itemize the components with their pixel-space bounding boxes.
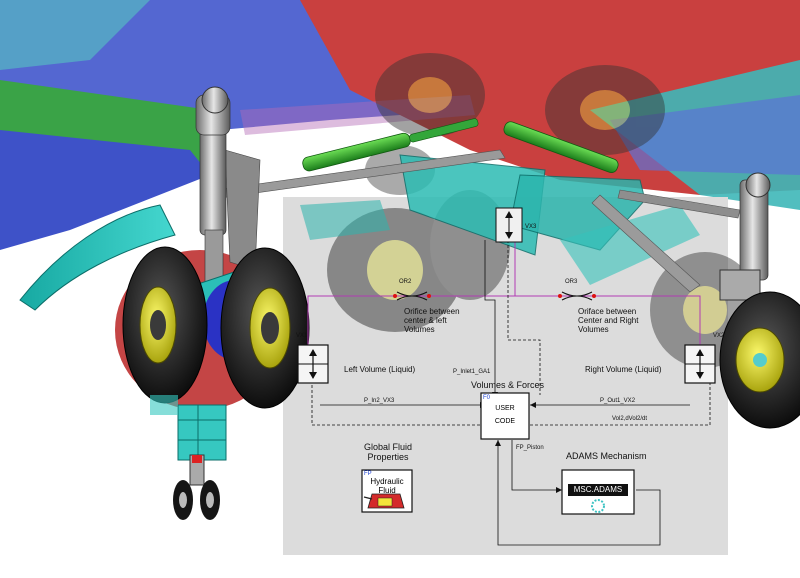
orifice-right-symbol: [558, 291, 596, 301]
right-volume-symbol: [684, 344, 716, 384]
side-braces: [214, 149, 741, 293]
wire-adams-return: [497, 440, 661, 546]
gear-icon: [591, 499, 605, 513]
volumes-forces-title: Volumes & Forces: [471, 380, 545, 390]
left-volume-symbol: [297, 344, 329, 384]
signal-p-inlet: P_Inlet1_GA1: [453, 369, 491, 375]
wing-blue-lower: [610, 95, 800, 175]
adams-block: [561, 469, 635, 515]
left-volume-id: VX1: [296, 333, 308, 339]
upper-cyan-sliver: [0, 0, 150, 70]
adams-title: ADAMS Mechanism: [566, 451, 647, 461]
green-actuators: [302, 118, 619, 173]
wire-vol2: [530, 380, 711, 426]
signal-p-in2: P_In2_VX3: [364, 398, 395, 404]
fluid-tag: FP: [364, 471, 372, 477]
orifice-left-id: OR2: [399, 279, 412, 285]
left-blue-panel: [0, 130, 210, 250]
center-volume-symbol: [495, 207, 523, 243]
wire-center-dashed: [507, 240, 541, 395]
right-main-gear: [719, 172, 800, 429]
signal-p-out1: P_Out1_VX2: [600, 398, 636, 404]
orifice-right-id: OR3: [565, 279, 578, 285]
hydraulic-fluid-text: FP Hydraulic Fluid: [362, 471, 412, 495]
left-volume-label: Left Volume (Liquid): [344, 365, 416, 374]
right-volume-id: VX2: [713, 333, 725, 339]
orifice-left-label: Orifice between center & left Volumes: [404, 307, 460, 334]
user-code-tag: F0: [483, 395, 491, 401]
user-code-block: [480, 392, 530, 440]
nose-gear: [150, 395, 227, 520]
wire-p-inlet: [484, 240, 496, 395]
wire-left-dashed: [311, 380, 480, 426]
signal-fp-piston: FP_Piston: [516, 445, 544, 451]
left-main-gear: [122, 86, 310, 409]
mid-magenta-beam: [240, 95, 475, 135]
center-volume-id: VX3: [525, 224, 537, 230]
signal-vol2: Vol2,dVol2/dt: [612, 416, 648, 422]
global-fluid-title: Global Fluid Properties: [363, 442, 413, 462]
orifice-left-symbol: [393, 291, 431, 301]
user-code-text: F0 USER CODE: [481, 395, 529, 425]
hydraulic-fluid-block: [361, 469, 413, 513]
wire-fp-piston: [511, 440, 560, 491]
adams-label: MSC.ADAMS: [573, 485, 623, 494]
right-volume-label: Right Volume (Liquid): [585, 365, 662, 374]
orifice-right-label: Oriface between Center and Right Volumes: [578, 307, 639, 334]
